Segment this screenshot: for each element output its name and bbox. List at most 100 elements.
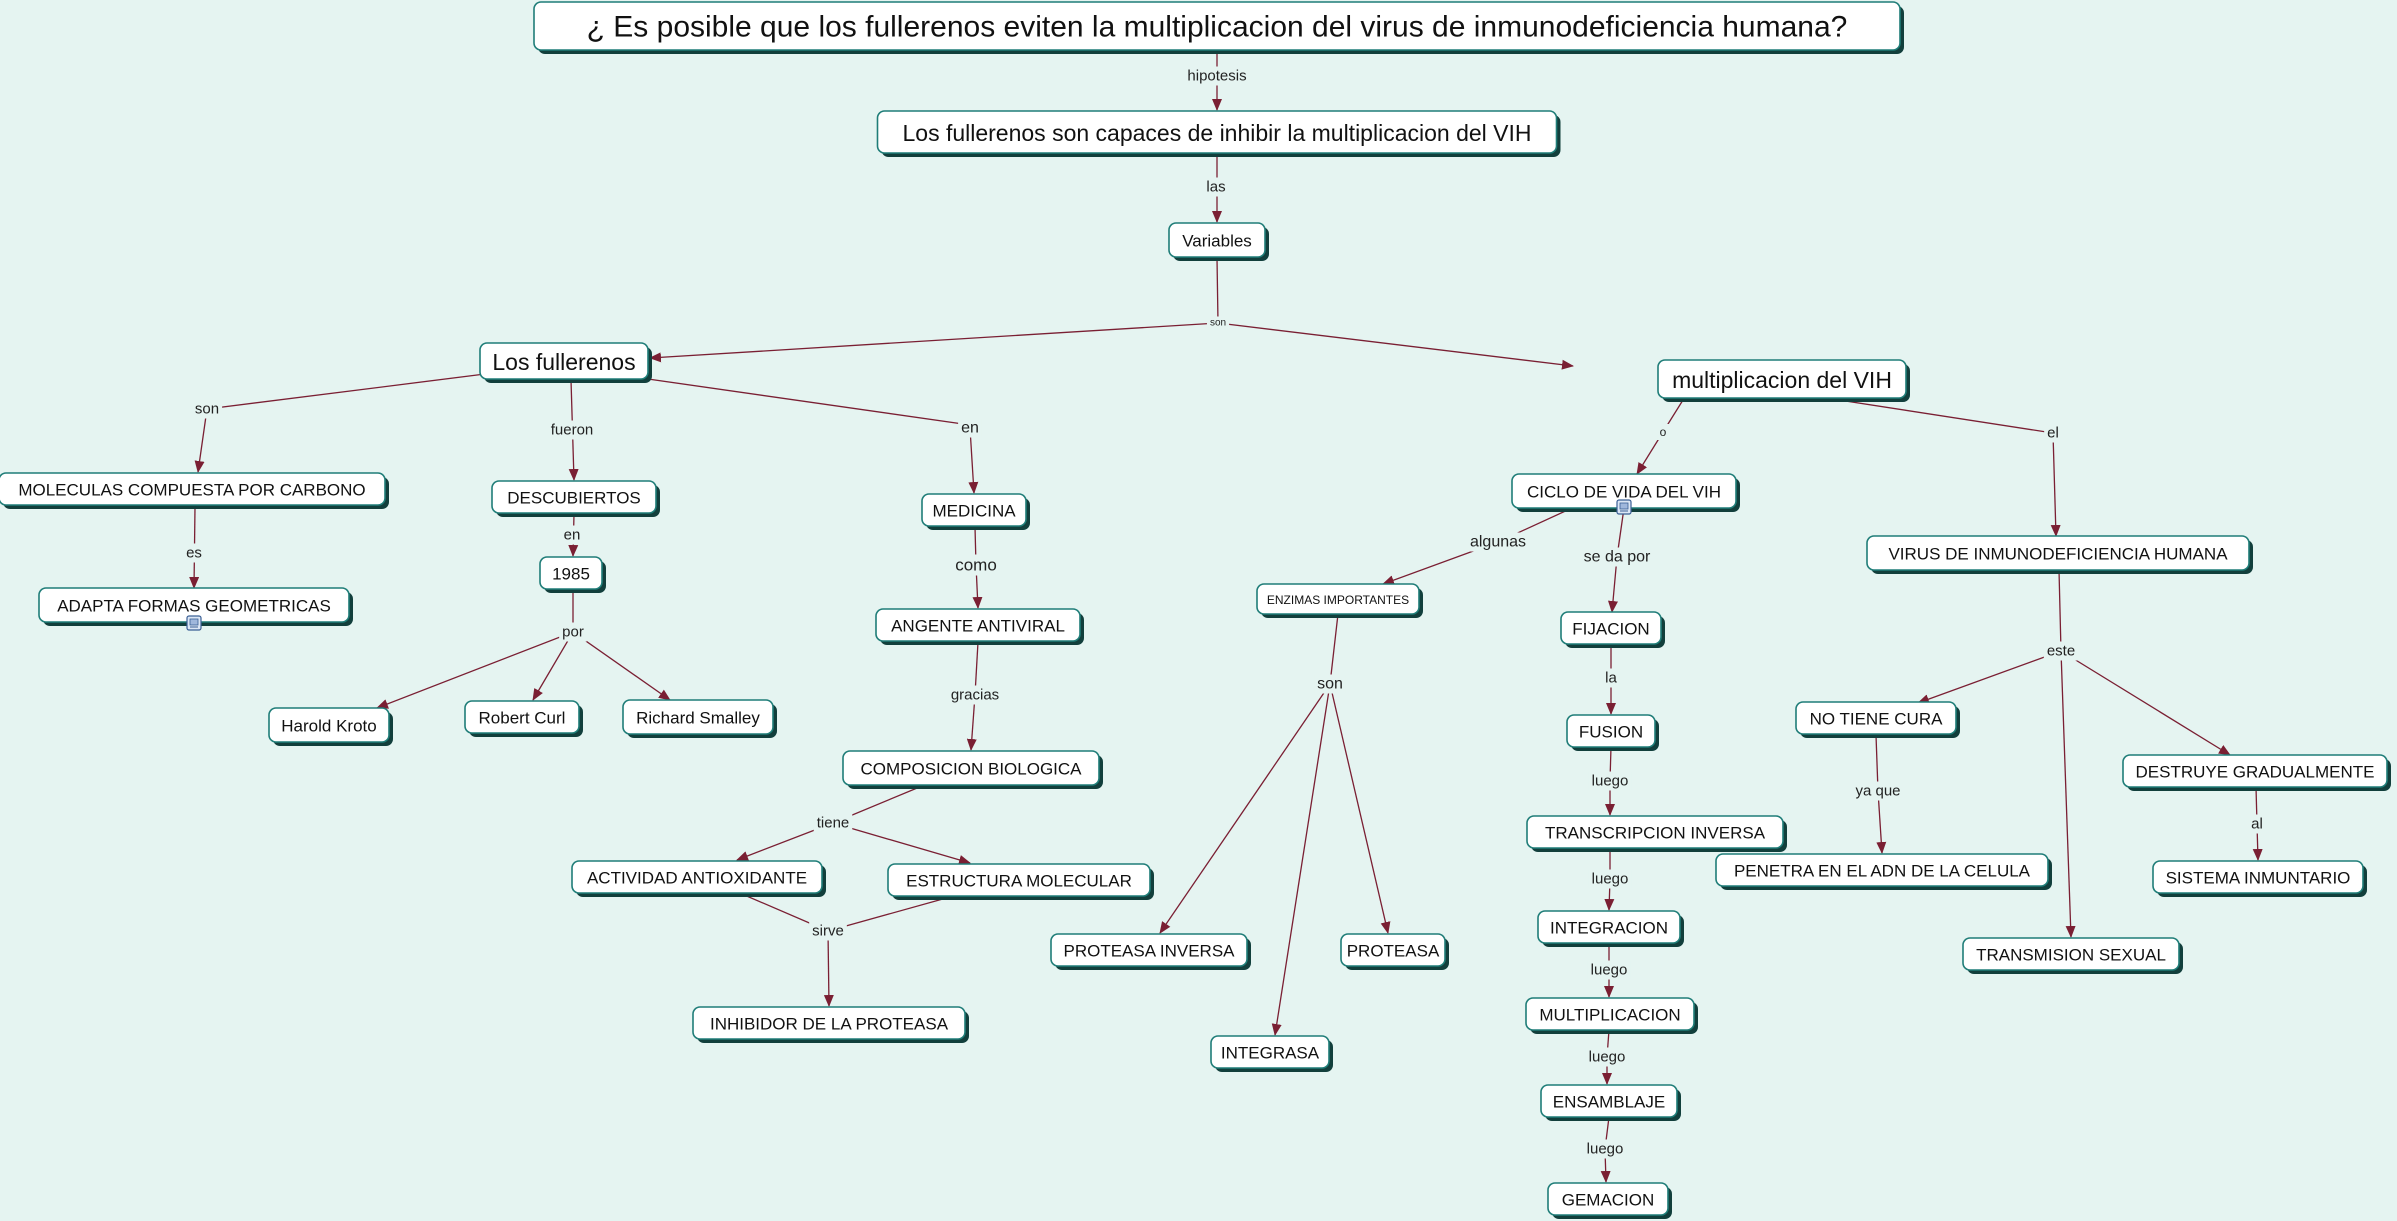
link-label-sirve: sirve: [809, 921, 847, 941]
concept-year-1985[interactable]: 1985: [539, 556, 606, 593]
concept-box: [0, 472, 386, 506]
link-line-el: [1825, 397, 2054, 434]
concept-label: GEMACION: [1562, 1191, 1655, 1210]
concept-virus[interactable]: VIRUS DE INMUNODEFICIENCIA HUMANA: [1866, 535, 2253, 574]
concept-proteasa[interactable]: PROTEASA: [1340, 933, 1449, 970]
concept-estructura[interactable]: ESTRUCTURA MOLECULAR: [887, 863, 1154, 900]
svg-text:es: es: [186, 545, 202, 562]
concept-composicion[interactable]: COMPOSICION BIOLOGICA: [842, 750, 1103, 789]
link-line-este: [2060, 650, 2231, 756]
concept-box: [1657, 359, 1907, 399]
link-label-el: el: [2044, 423, 2062, 443]
link-label-en-desc: en: [560, 525, 584, 545]
link-label-son-enz: son: [1314, 674, 1346, 694]
svg-text:este: este: [2047, 643, 2075, 660]
concept-destruye[interactable]: DESTRUYE GRADUALMENTE: [2122, 754, 2391, 791]
link-line-son-enz: [1159, 683, 1331, 934]
link-label-luego2: luego: [1588, 869, 1632, 889]
concept-box: [1526, 815, 1784, 849]
svg-text:tiene: tiene: [817, 815, 850, 832]
link-label-luego3: luego: [1587, 960, 1631, 980]
concept-robert-curl[interactable]: Robert Curl: [464, 700, 583, 737]
concept-integracion[interactable]: INTEGRACION: [1537, 910, 1684, 947]
concept-enzimas[interactable]: ENZIMAS IMPORTANTES: [1256, 583, 1423, 618]
link-label-algunas: algunas: [1466, 532, 1530, 552]
concept-box: [268, 707, 390, 743]
link-line-por: [376, 631, 574, 709]
concept-box: [1566, 714, 1656, 748]
svg-text:son: son: [1210, 318, 1226, 329]
concept-ensamblaje[interactable]: ENSAMBLAJE: [1540, 1084, 1681, 1121]
concept-fijacion[interactable]: FIJACION: [1560, 611, 1665, 648]
concept-label: multiplicacion del VIH: [1672, 367, 1892, 393]
concept-label: FIJACION: [1572, 620, 1649, 639]
concept-moleculas[interactable]: MOLECULAS COMPUESTA POR CARBONO: [0, 472, 389, 509]
concept-no-tiene-cura[interactable]: NO TIENE CURA: [1795, 701, 1960, 738]
concept-medicina[interactable]: MEDICINA: [921, 493, 1030, 530]
concept-richard-smalley[interactable]: Richard Smalley: [622, 699, 777, 738]
svg-text:fueron: fueron: [551, 422, 594, 439]
concept-transmision[interactable]: TRANSMISION SEXUAL: [1962, 937, 2183, 974]
concept-label: PENETRA EN EL ADN DE LA CELULA: [1734, 862, 2031, 881]
image-resource-icon[interactable]: [186, 615, 202, 631]
concept-gemacion[interactable]: GEMACION: [1547, 1182, 1672, 1219]
link-line-el: [2050, 432, 2061, 537]
concept-harold-kroto[interactable]: Harold Kroto: [268, 707, 393, 746]
concept-box: [887, 863, 1151, 897]
concept-fullerenos[interactable]: Los fullerenos: [479, 342, 652, 383]
concept-variables[interactable]: Variables: [1168, 222, 1269, 261]
concept-label: TRANSCRIPCION INVERSA: [1545, 824, 1766, 843]
concept-transcripcion[interactable]: TRANSCRIPCION INVERSA: [1526, 815, 1787, 852]
concept-descubiertos[interactable]: DESCUBIERTOS: [491, 480, 660, 517]
concept-proteasa-inversa[interactable]: PROTEASA INVERSA: [1050, 933, 1251, 970]
concept-adapta[interactable]: ADAPTA FORMAS GEOMETRICAS: [38, 587, 353, 626]
concept-box: [1547, 1182, 1669, 1216]
concept-multiplicacion[interactable]: MULTIPLICACION: [1525, 997, 1698, 1034]
svg-text:algunas: algunas: [1470, 534, 1526, 551]
link-line-en-med: [647, 378, 971, 429]
image-resource-icon[interactable]: [1616, 499, 1632, 515]
link-line-este: [2058, 569, 2062, 652]
svg-text:luego: luego: [1592, 773, 1629, 790]
concept-label: PROTEASA: [1347, 942, 1440, 961]
concept-box: [1866, 535, 2250, 571]
svg-text:como: como: [955, 556, 997, 575]
link-line-son-enz: [1271, 683, 1331, 1036]
concept-label: ACTIVIDAD ANTIOXIDANTE: [587, 869, 807, 888]
concept-penetra[interactable]: PENETRA EN EL ADN DE LA CELULA: [1715, 853, 2052, 890]
link-label-luego4: luego: [1585, 1047, 1629, 1067]
concept-label: MULTIPLICACION: [1539, 1006, 1680, 1025]
concept-label: VIRUS DE INMUNODEFICIENCIA HUMANA: [1888, 545, 2228, 564]
svg-text:se da por: se da por: [1584, 549, 1651, 566]
concept-question[interactable]: ¿ Es posible que los fullerenos eviten l…: [533, 1, 1904, 54]
concept-box: [1210, 1035, 1330, 1069]
svg-text:hipotesis: hipotesis: [1187, 68, 1246, 85]
concept-label: Los fullerenos: [492, 349, 635, 375]
concept-fusion[interactable]: FUSION: [1566, 714, 1659, 751]
link-line-son-left: [194, 408, 208, 473]
link-label-luego5: luego: [1583, 1139, 1627, 1159]
concept-label: CICLO DE VIDA DEL VIH: [1527, 483, 1721, 502]
link-label-gracias: gracias: [947, 685, 1003, 705]
concept-label: DESTRUYE GRADUALMENTE: [2136, 763, 2375, 782]
concept-angente-antiviral[interactable]: ANGENTE ANTIVIRAL: [875, 608, 1084, 645]
concept-label: Harold Kroto: [281, 717, 376, 736]
concept-inhibidor[interactable]: INHIBIDOR DE LA PROTEASA: [692, 1006, 969, 1043]
link-label-ya-que: ya que: [1852, 781, 1904, 801]
concept-multiplicacion-vih[interactable]: multiplicacion del VIH: [1657, 359, 1910, 402]
svg-text:las: las: [1206, 179, 1225, 196]
concept-actividad[interactable]: ACTIVIDAD ANTIOXIDANTE: [571, 860, 826, 897]
concept-sistema[interactable]: SISTEMA INMUNTARIO: [2152, 860, 2367, 897]
link-label-hipotesis: hipotesis: [1184, 66, 1250, 86]
concept-box: [491, 480, 657, 514]
concept-hypothesis[interactable]: Los fullerenos son capaces de inhibir la…: [876, 110, 1561, 157]
concept-label: INTEGRASA: [1221, 1044, 1320, 1063]
concept-box: [1168, 222, 1266, 258]
concept-integrasa[interactable]: INTEGRASA: [1210, 1035, 1333, 1072]
concept-box: [1537, 910, 1681, 944]
concept-box: [921, 493, 1027, 527]
link-label-la: la: [1602, 668, 1621, 688]
link-label-al: al: [2248, 814, 2266, 834]
svg-text:por: por: [562, 624, 584, 641]
concept-ciclo[interactable]: CICLO DE VIDA DEL VIH: [1511, 473, 1740, 512]
